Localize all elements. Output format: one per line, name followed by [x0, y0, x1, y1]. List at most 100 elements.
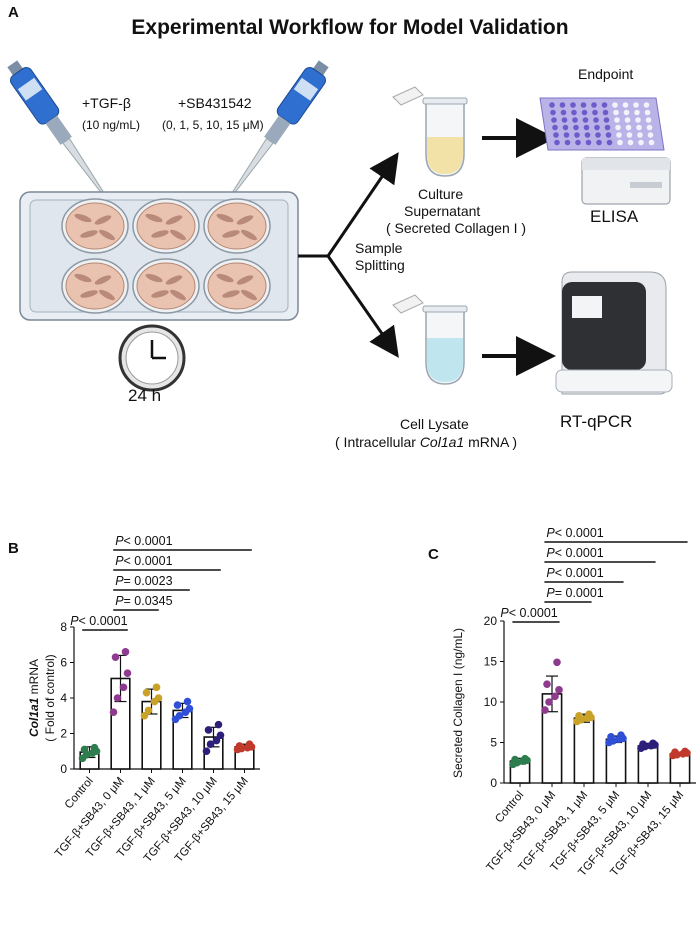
elisa-well	[623, 109, 630, 116]
data-point	[545, 698, 553, 706]
data-point	[204, 726, 213, 734]
tgf-concentration: (10 ng/mL)	[82, 118, 141, 132]
fibroblast-cell	[170, 289, 186, 301]
elisa-well	[635, 117, 641, 123]
elisa-well	[549, 102, 555, 108]
data-point	[123, 669, 132, 677]
elisa-well	[606, 139, 613, 146]
elisa-well	[636, 124, 642, 131]
data-point	[551, 692, 559, 701]
elisa-well	[596, 139, 602, 146]
tgf-label: +TGF-β	[82, 95, 131, 111]
elisa-well	[581, 109, 588, 116]
significance-label: P< 0.0001	[546, 546, 603, 560]
elisa-well	[553, 132, 559, 138]
significance-label: P< 0.0001	[546, 526, 603, 540]
data-point	[511, 755, 519, 764]
incubation-time: 24 h	[128, 386, 162, 405]
elisa-well	[559, 102, 566, 108]
pipette-right-icon	[230, 60, 329, 197]
elisa-well	[594, 124, 600, 131]
data-point	[142, 688, 151, 697]
fibroblast-cell	[80, 290, 98, 298]
data-point	[119, 683, 128, 692]
elisa-well	[604, 124, 611, 131]
elisa-well	[574, 132, 580, 138]
elisa-well	[637, 132, 643, 138]
elisa-well	[550, 109, 556, 116]
supernatant-tube-icon	[392, 86, 468, 177]
elisa-well	[643, 102, 650, 108]
fibroblast-cell	[94, 215, 112, 225]
fibroblast-cell	[170, 229, 186, 241]
fibroblast-cell	[99, 229, 115, 241]
data-point	[109, 708, 118, 716]
significance-label: P= 0.0001	[546, 586, 603, 600]
data-point	[175, 711, 184, 720]
panel-letter-b: B	[8, 540, 19, 557]
supernatant-line3: ( Secreted Collagen I )	[386, 220, 527, 236]
elisa-well	[625, 124, 632, 131]
fibroblast-cell	[151, 230, 169, 238]
lysate-line2: ( Intracellular Col1a1 mRNA )	[335, 434, 518, 450]
elisa-well	[561, 117, 568, 123]
fibroblast-cell	[145, 213, 163, 223]
fibroblast-cell	[241, 289, 257, 301]
elisa-well	[564, 139, 571, 146]
data-point	[553, 658, 561, 667]
data-point	[607, 733, 615, 741]
fibroblast-cell	[222, 230, 240, 238]
elisa-well	[633, 102, 639, 108]
wells-group	[61, 198, 271, 314]
x-tick-label: Control	[493, 789, 526, 825]
data-point	[202, 747, 211, 756]
data-point	[121, 648, 130, 656]
y-tick-label: 20	[484, 614, 498, 628]
data-point	[185, 704, 194, 713]
workflow-title: Experimental Workflow for Model Validati…	[131, 16, 569, 39]
fibroblast-cell	[165, 215, 183, 225]
data-point	[555, 686, 563, 694]
elisa-well	[638, 139, 644, 146]
y-tick-label: 6	[60, 656, 67, 670]
data-point	[671, 748, 679, 757]
elisa-well	[583, 124, 590, 131]
bar-2	[573, 717, 595, 784]
fibroblast-cell	[165, 275, 183, 285]
y-tick-label: 8	[60, 620, 67, 634]
elisa-well	[580, 102, 587, 108]
fibroblast-cell	[151, 290, 169, 298]
elisa-well	[615, 124, 621, 131]
elisa-well	[551, 117, 557, 123]
significance-label: P< 0.0001	[546, 566, 603, 580]
fibroblast-cell	[99, 289, 115, 301]
data-point	[212, 736, 221, 745]
elisa-well	[647, 132, 654, 138]
data-point	[649, 739, 657, 748]
elisa-well	[592, 109, 598, 116]
y-axis-label: Secreted Collagen I (ng/mL)	[451, 628, 465, 778]
fibroblast-cell	[94, 275, 112, 285]
y-tick-label: 15	[484, 655, 498, 669]
elisa-well	[614, 117, 620, 123]
elisa-well	[585, 139, 592, 146]
fibroblast-cell	[241, 229, 257, 241]
fibroblast-cell	[236, 275, 254, 285]
supernatant-line2: Supernatant	[404, 203, 481, 219]
elisa-well	[605, 132, 612, 138]
elisa-well	[595, 132, 601, 138]
elisa-well	[571, 109, 577, 116]
elisa-well	[617, 139, 623, 146]
pipette-left-icon	[7, 60, 106, 197]
lysate-line1: Cell Lysate	[400, 416, 469, 432]
data-point	[214, 720, 223, 729]
elisa-well	[563, 132, 570, 138]
significance-label: P< 0.0001	[70, 614, 127, 628]
y-axis-label: Col1a1 mRNA	[27, 659, 41, 737]
y-tick-label: 2	[60, 727, 67, 741]
data-point	[216, 731, 225, 740]
well-medium-3	[207, 202, 267, 250]
data-point	[245, 740, 254, 748]
